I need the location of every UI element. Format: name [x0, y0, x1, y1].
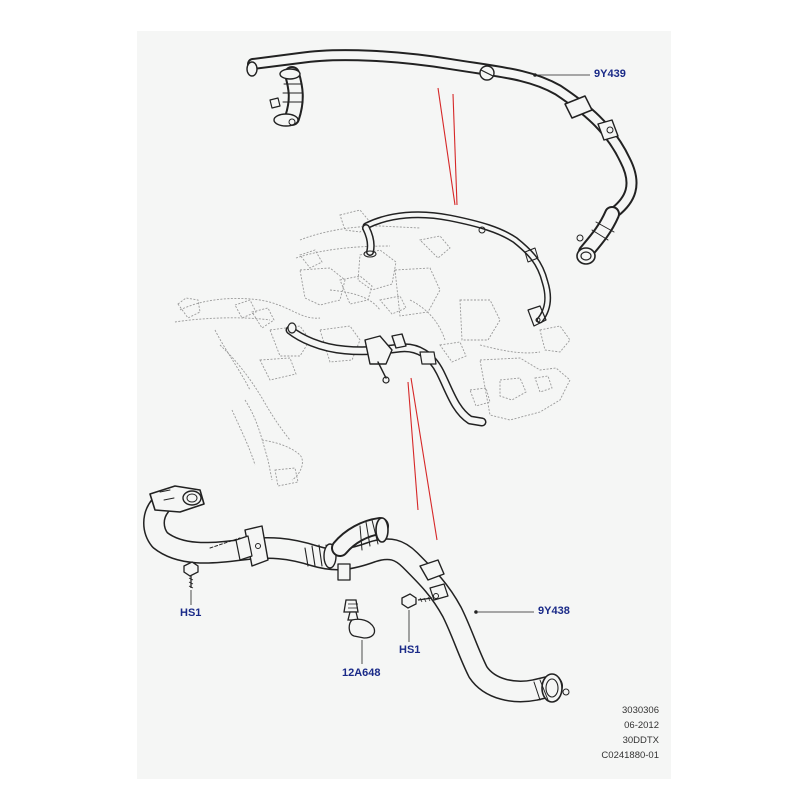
- lower-pipe-in-context: [285, 322, 487, 427]
- callout-bolt-left: HS1: [180, 607, 202, 619]
- leader-9y439: [533, 73, 590, 77]
- bolt-left-hs1: [183, 561, 199, 605]
- diagram-sheet: [137, 31, 671, 779]
- callout-upper-pipe: 9Y439: [594, 68, 626, 80]
- lower-coolant-pipe-9y438: [143, 485, 570, 703]
- callout-bolt-right: HS1: [399, 644, 421, 656]
- upper-pipe-in-context: [362, 211, 552, 327]
- leader-9y438: [474, 610, 534, 614]
- reference-line-2: 06-2012: [624, 720, 659, 731]
- bolt-right-hs1: [401, 593, 433, 642]
- callout-sensor: 12A648: [342, 667, 381, 679]
- reference-line-4: C0241880-01: [601, 750, 659, 761]
- temperature-sensor-12a648: [343, 599, 376, 664]
- upper-coolant-pipe-9y439: [246, 49, 638, 265]
- reference-line-1: 3030306: [622, 705, 659, 716]
- reference-line-3: 30DDTX: [622, 735, 659, 746]
- alignment-lines: [407, 87, 458, 541]
- callout-lower-pipe: 9Y438: [538, 605, 570, 617]
